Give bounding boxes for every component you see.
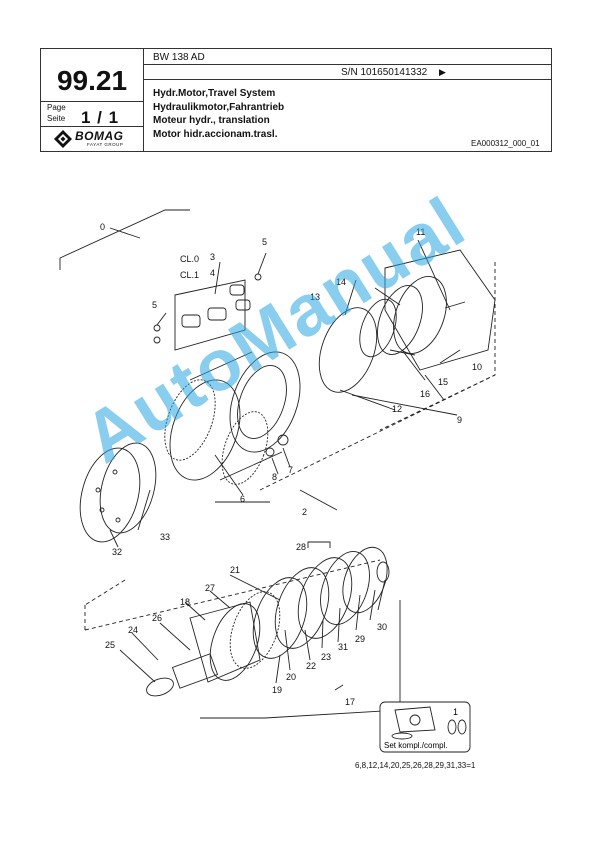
callout-11[interactable]: 11: [416, 227, 425, 237]
bomag-logo: BOMAG FAYAT GROUP: [53, 129, 139, 149]
header-divider-h4: [41, 126, 143, 127]
motor-housing: [384, 249, 496, 371]
callout-4[interactable]: 4: [210, 268, 215, 278]
callout-32[interactable]: 32: [112, 547, 122, 557]
callout-6[interactable]: 6: [240, 494, 245, 504]
callout-10[interactable]: 10: [472, 362, 482, 372]
title-de: Hydraulikmotor,Fahrantrieb: [153, 101, 285, 113]
callout-7[interactable]: 7: [288, 465, 293, 475]
callout-24[interactable]: 24: [128, 625, 138, 635]
model-name: BW 138 AD: [153, 52, 205, 63]
title-block: Hydr.Motor,Travel System Hydraulikmotor,…: [153, 87, 284, 141]
callout-31[interactable]: 31: [338, 642, 348, 652]
housing-back: [229, 351, 301, 453]
header-box: BW 138 AD S/N 101650141332 ▶ 99.21 Page …: [40, 48, 552, 152]
header-divider-h3: [41, 101, 143, 102]
header-divider-vertical: [143, 49, 144, 151]
callout-33[interactable]: 33: [160, 532, 170, 542]
callout-27[interactable]: 27: [205, 583, 215, 593]
set-kit-box: 1 Set kompl./compl.: [379, 701, 471, 753]
callout-2[interactable]: 2: [302, 507, 307, 517]
serial-arrow-icon[interactable]: ▶: [439, 67, 446, 77]
bomag-logo-icon: [54, 130, 72, 148]
page-number: 99.21: [56, 65, 128, 96]
callout-15[interactable]: 15: [438, 377, 448, 387]
set-parts-list: 6,8,12,14,20,25,26,28,29,31,33=1: [355, 761, 476, 770]
callout-19[interactable]: 19: [272, 685, 282, 695]
callout-12[interactable]: 12: [392, 404, 402, 414]
callout-18[interactable]: 18: [180, 597, 190, 607]
document-code: EA000312_000_01: [471, 139, 540, 148]
callout-14[interactable]: 14: [336, 277, 346, 287]
exploded-parts-drawing: 0 2 3 4 5 5 6 7 8 9 10 11 12 13 14 15 16…: [59, 209, 496, 753]
callout-3[interactable]: 3: [210, 252, 215, 262]
callout-8[interactable]: 8: [272, 472, 277, 482]
title-en: Hydr.Motor,Travel System: [153, 88, 276, 99]
title-es: Motor hidr.accionam.trasl.: [153, 128, 278, 140]
callout-5a[interactable]: 5: [262, 237, 267, 247]
bearing-ring: [164, 379, 216, 461]
page-label-en: Page: [47, 103, 66, 112]
callout-30[interactable]: 30: [377, 622, 387, 632]
page-count: 1 / 1: [81, 108, 120, 127]
flange-18: [189, 601, 261, 683]
callout-0[interactable]: 0: [100, 222, 105, 232]
callout-5b[interactable]: 5: [152, 300, 157, 310]
seal-13: [318, 307, 378, 393]
serial-number: S/N 101650141332: [341, 67, 428, 78]
cl-label-0: CL.0: [180, 254, 199, 264]
callout-29[interactable]: 29: [355, 634, 365, 644]
callout-28[interactable]: 28: [296, 542, 306, 552]
callout-25[interactable]: 25: [105, 640, 115, 650]
callout-22[interactable]: 22: [306, 661, 316, 671]
bracket-0: [59, 209, 190, 270]
callout-26[interactable]: 26: [152, 613, 162, 623]
logo-text: BOMAG: [75, 129, 124, 143]
header-divider-h1: [143, 64, 551, 65]
callout-20[interactable]: 20: [286, 672, 296, 682]
callout-21[interactable]: 21: [230, 565, 240, 575]
callout-9[interactable]: 9: [457, 415, 462, 425]
o-ring-25: [146, 677, 174, 697]
set-kit-label: Set kompl./compl.: [384, 741, 448, 750]
callout-23[interactable]: 23: [321, 652, 331, 662]
set-kit-callout-1[interactable]: 1: [453, 707, 458, 717]
callout-13[interactable]: 13: [310, 292, 320, 302]
fitting-3: [181, 314, 201, 328]
fitting-4: [207, 307, 227, 321]
logo-subtext: FAYAT GROUP: [87, 142, 124, 147]
callout-17[interactable]: 17: [345, 697, 355, 707]
header-divider-h2: [143, 79, 551, 80]
page-label-de: Seite: [47, 114, 66, 123]
title-fr: Moteur hydr., translation: [153, 115, 270, 126]
callout-16[interactable]: 16: [420, 389, 430, 399]
bracket-17: [200, 600, 401, 719]
fittings-panel: [174, 279, 246, 351]
cl-label-1: CL.1: [180, 270, 199, 280]
